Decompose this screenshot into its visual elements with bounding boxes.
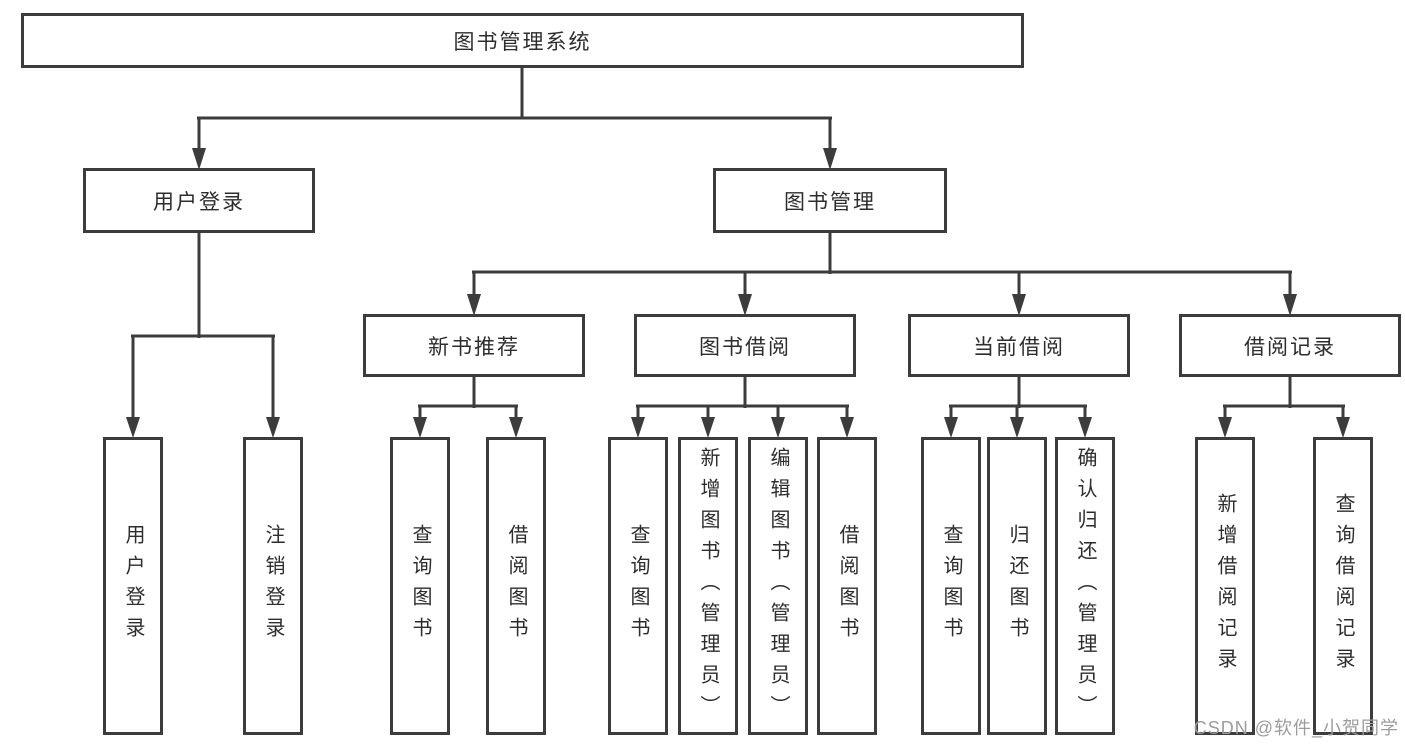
leaf-label: 借阅图书: [505, 524, 527, 648]
leaf-query-borrow-record: 查询借阅记录: [1313, 437, 1373, 735]
leaf-label: 编辑图书（管理员）: [767, 446, 789, 726]
leaf-logout: 注销登录: [243, 437, 303, 735]
connector-root-to-level1: [192, 68, 837, 170]
node-label: 图书管理系统: [453, 30, 592, 54]
leaf-borrow-books-recommend: 借阅图书: [486, 437, 546, 735]
leaf-edit-books-admin: 编辑图书（管理员）: [748, 437, 808, 735]
leaf-borrow-books: 借阅图书: [817, 437, 877, 735]
leaf-query-books-recommend: 查询图书: [390, 437, 450, 735]
leaf-label: 查询图书: [627, 524, 649, 648]
connector-book-mgmt-to-level2: [467, 233, 1297, 316]
connector-user-login-to-leaves: [126, 233, 280, 438]
leaf-label: 查询借阅记录: [1332, 493, 1354, 679]
leaf-query-books-current: 查询图书: [921, 437, 981, 735]
node-new-book-recommendation: 新书推荐: [363, 314, 585, 377]
leaf-user-login: 用户登录: [103, 437, 163, 735]
leaf-label: 归还图书: [1006, 524, 1028, 648]
node-book-management: 图书管理: [713, 168, 947, 233]
leaf-label: 用户登录: [122, 524, 144, 648]
leaf-add-borrow-record: 新增借阅记录: [1195, 437, 1255, 735]
leaf-label: 注销登录: [262, 524, 284, 648]
connector-new-book-to-leaves: [413, 377, 523, 438]
node-label: 用户登录: [153, 190, 245, 214]
node-label: 图书借阅: [699, 335, 791, 359]
node-label: 借阅记录: [1244, 335, 1336, 359]
node-label: 新书推荐: [428, 335, 520, 359]
leaf-label: 确认归还（管理员）: [1074, 446, 1096, 726]
connector-current-borrow-to-leaves: [944, 377, 1092, 438]
node-label: 当前借阅: [973, 335, 1065, 359]
node-label: 图书管理: [784, 190, 876, 214]
leaf-label: 新增图书（管理员）: [697, 446, 719, 726]
node-current-borrowing: 当前借阅: [908, 314, 1130, 377]
node-root-library-system: 图书管理系统: [21, 13, 1024, 68]
leaf-label: 新增借阅记录: [1214, 493, 1236, 679]
leaf-label: 查询图书: [940, 524, 962, 648]
connector-book-borrow-to-leaves: [631, 377, 854, 438]
node-book-borrowing: 图书借阅: [634, 314, 856, 377]
leaf-query-books-borrow: 查询图书: [608, 437, 668, 735]
leaf-label: 借阅图书: [836, 524, 858, 648]
node-user-login: 用户登录: [83, 168, 315, 233]
csdn-watermark: CSDN @软件_小贺同学: [1193, 718, 1399, 738]
leaf-add-books-admin: 新增图书（管理员）: [678, 437, 738, 735]
leaf-return-books: 归还图书: [987, 437, 1047, 735]
node-borrowing-records: 借阅记录: [1179, 314, 1401, 377]
leaf-label: 查询图书: [409, 524, 431, 648]
leaf-confirm-return-admin: 确认归还（管理员）: [1055, 437, 1115, 735]
connector-borrow-record-to-leaves: [1218, 377, 1350, 438]
